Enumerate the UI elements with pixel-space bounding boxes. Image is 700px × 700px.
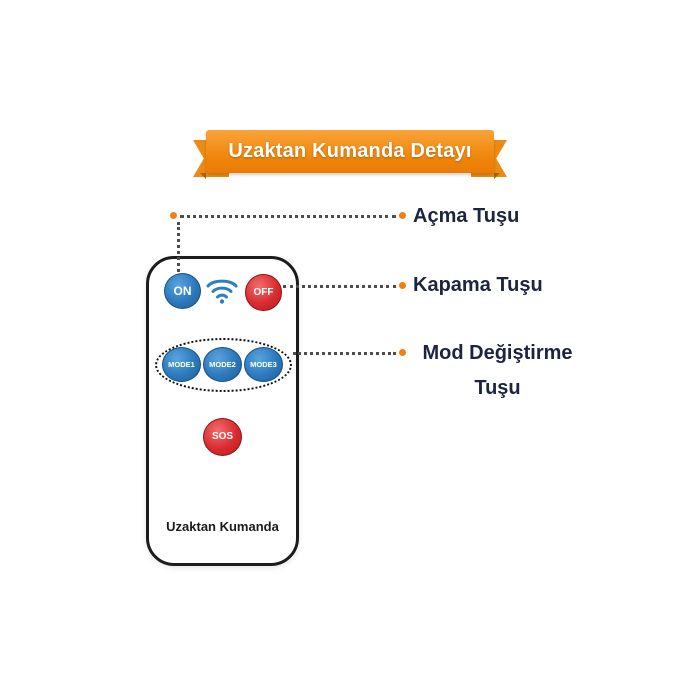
connector-dot-acma-corner <box>170 212 177 219</box>
connector-dot-kapama <box>399 282 406 289</box>
on-button: ON <box>164 273 201 309</box>
label-acma-tusu: Açma Tuşu <box>413 205 520 227</box>
remote-body: ON OFF MODE1 MODE2 MODE3 SOS Uzaktan Kum… <box>146 256 299 566</box>
ribbon-fold-right <box>494 173 500 179</box>
label-kapama-tusu: Kapama Tuşu <box>413 274 543 296</box>
off-button: OFF <box>245 274 282 311</box>
mode1-button: MODE1 <box>162 347 201 382</box>
ribbon-fold-left <box>200 173 206 179</box>
mode3-button: MODE3 <box>244 347 283 382</box>
mode2-button: MODE2 <box>203 347 242 382</box>
mode-buttons-outline <box>155 338 292 392</box>
banner-title: Uzaktan Kumanda Detayı <box>206 130 494 173</box>
leader-line-kapama <box>283 285 396 288</box>
connector-dot-mod <box>399 349 406 356</box>
label-mod-degistirme: Mod Değiştirme Tuşu <box>405 336 590 406</box>
sos-button: SOS <box>203 418 242 456</box>
leader-line-acma <box>180 215 396 218</box>
connector-dot-acma <box>399 212 406 219</box>
label-mod-degistirme-line1: Mod Değiştirme <box>422 342 573 364</box>
leader-line-acma-vertical <box>177 222 180 272</box>
wifi-icon <box>204 274 240 306</box>
remote-label: Uzaktan Kumanda <box>166 519 279 534</box>
leader-line-mod <box>293 352 396 355</box>
label-mod-degistirme-line2: Tuşu <box>474 377 521 399</box>
